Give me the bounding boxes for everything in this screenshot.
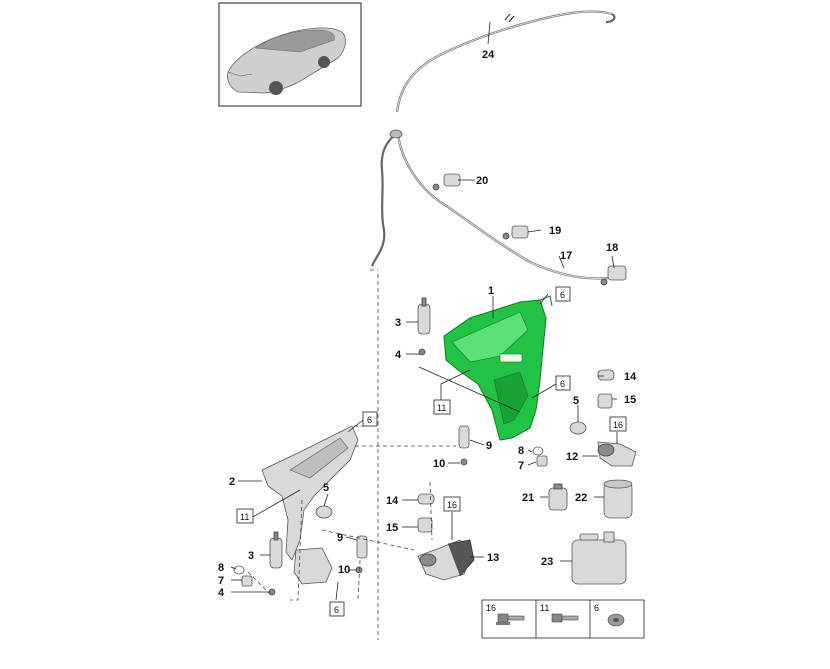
bottle-22 — [603, 479, 633, 519]
bolt-icon — [551, 613, 579, 623]
callout-12: 12 — [566, 451, 578, 463]
callout-23: 23 — [541, 556, 553, 568]
ring-8-left — [233, 565, 245, 575]
callout-8-left: 8 — [218, 562, 224, 574]
callout-9-upper: 9 — [486, 440, 492, 452]
nut-icon — [607, 613, 625, 627]
boxed-ref-6-d: 6 — [334, 605, 339, 615]
washer-reservoir-alt — [261, 425, 359, 585]
callout-13: 13 — [487, 552, 499, 564]
seal-5-left — [315, 505, 333, 519]
callout-20: 20 — [476, 175, 488, 187]
car-icon — [227, 27, 346, 95]
fastener-legend: 16 11 6 — [481, 599, 645, 639]
clip-7-left — [241, 575, 253, 587]
ring-8-right — [532, 446, 544, 456]
callout-2: 2 — [229, 476, 235, 488]
bottle-21 — [548, 483, 568, 511]
callout-labels: 1 2 3 3 4 4 5 5 7 7 8 8 9 9 10 10 12 13 … — [218, 49, 637, 599]
callout-7-left: 7 — [218, 575, 224, 587]
washer-hose-assembly — [370, 10, 616, 280]
callout-21: 21 — [522, 492, 534, 504]
callout-5-left: 5 — [323, 482, 329, 494]
callout-19: 19 — [549, 225, 561, 237]
sleeve-15-right — [597, 393, 613, 409]
callout-4-lower: 4 — [218, 587, 225, 599]
legend-label-11: 11 — [540, 603, 549, 613]
filler-neck-12 — [597, 441, 637, 467]
filler-neck-13 — [417, 539, 475, 581]
callout-17: 17 — [560, 250, 572, 262]
seal-5-right — [569, 421, 587, 435]
sleeve-15-left — [417, 517, 433, 533]
boxed-ref-11-a: 11 — [437, 403, 446, 413]
callout-7-right: 7 — [518, 460, 524, 472]
washer-pump-lower — [269, 531, 283, 569]
boxed-ref-11-b: 11 — [240, 512, 249, 522]
leader-lines — [230, 21, 618, 601]
canister-23 — [571, 531, 627, 585]
clip-7-right — [536, 455, 548, 467]
callout-14-right: 14 — [624, 371, 637, 383]
callout-9-lower: 9 — [337, 532, 343, 544]
callout-5-right: 5 — [573, 395, 579, 407]
boxed-ref-16-a: 16 — [613, 420, 623, 430]
callout-10-lower: 10 — [338, 564, 350, 576]
cap-14-left — [417, 493, 435, 505]
washer-reservoir-highlighted — [443, 295, 553, 441]
boxed-ref-6-a: 6 — [560, 290, 565, 300]
legend-label-6: 6 — [594, 603, 599, 613]
washer-pump-upper — [417, 297, 431, 335]
nozzle-18 — [600, 265, 627, 286]
legend-label-16: 16 — [486, 603, 496, 613]
callout-3-upper: 3 — [395, 317, 401, 329]
vehicle-thumbnail — [218, 2, 362, 107]
callout-15-left: 15 — [386, 522, 398, 534]
callout-4-upper: 4 — [395, 349, 402, 361]
callout-24: 24 — [482, 49, 495, 61]
level-sensor-9-lower — [356, 535, 368, 559]
callout-15-right: 15 — [624, 394, 636, 406]
boxed-ref-6-b: 6 — [560, 379, 565, 389]
callout-8-right: 8 — [518, 445, 524, 457]
flange-bolt-icon — [496, 613, 525, 625]
boxed-ref-6-c: 6 — [367, 415, 372, 425]
nozzle-20 — [432, 173, 461, 191]
level-sensor-9-upper — [458, 425, 470, 449]
dashed-guide-lines — [247, 269, 456, 640]
callout-10-upper: 10 — [433, 458, 445, 470]
callout-22: 22 — [575, 492, 587, 504]
callout-18: 18 — [606, 242, 618, 254]
seal-10-upper — [460, 458, 468, 466]
callout-14-left: 14 — [386, 495, 399, 507]
seal-10-lower — [355, 566, 363, 574]
boxed-references: 6 6 6 6 11 11 16 16 — [236, 286, 627, 617]
grommet-4-upper — [418, 348, 426, 356]
boxed-ref-16-b: 16 — [447, 500, 457, 510]
cap-14-right — [597, 369, 615, 381]
callout-3-lower: 3 — [248, 550, 254, 562]
nozzle-19 — [502, 225, 529, 240]
callout-1: 1 — [488, 285, 494, 297]
